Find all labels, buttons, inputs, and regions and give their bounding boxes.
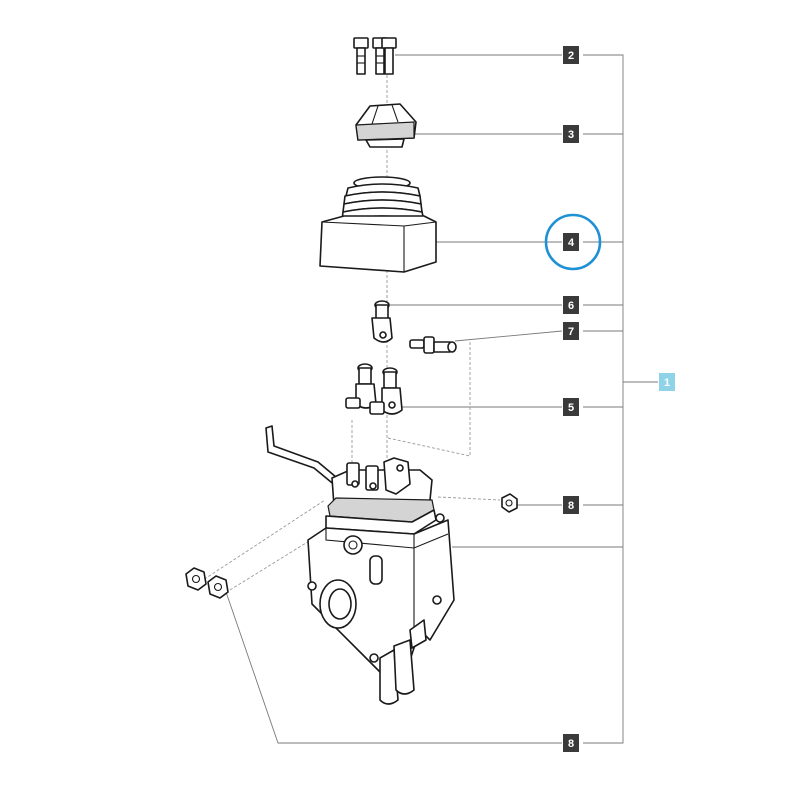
part-8-nuts-left	[185, 567, 229, 599]
part-3-cap	[355, 103, 417, 148]
highlight-ring	[544, 213, 602, 271]
part-5-eye-bolts	[345, 363, 403, 415]
part-4-boot	[319, 176, 437, 273]
callout-2-text: 2	[568, 50, 574, 62]
part-6-eye-bolt	[371, 300, 393, 343]
callout-1-text: 1	[664, 377, 670, 389]
callout-8a[interactable]: 8	[563, 496, 579, 514]
callout-1[interactable]: 1	[659, 373, 675, 391]
callout-4[interactable]: 4	[563, 233, 579, 251]
callout-5[interactable]: 5	[563, 398, 579, 416]
lever-rod	[265, 425, 343, 488]
callout-3[interactable]: 3	[563, 125, 579, 143]
leader-lines	[225, 54, 658, 744]
callout-7[interactable]: 7	[563, 322, 579, 340]
callout-3-text: 3	[568, 129, 574, 141]
valve-body	[307, 457, 455, 705]
part-2-screws	[353, 37, 397, 75]
callout-8b-text: 8	[568, 738, 574, 750]
callout-4-text: 4	[568, 237, 575, 249]
callout-8a-text: 8	[568, 500, 574, 512]
callout-5-text: 5	[568, 402, 574, 414]
part-8-nut-right	[501, 493, 518, 513]
callout-6-text: 6	[568, 300, 574, 312]
callout-6[interactable]: 6	[563, 296, 579, 314]
callout-2[interactable]: 2	[563, 46, 579, 64]
callout-8b[interactable]: 8	[563, 734, 579, 752]
part-7-pin	[409, 336, 457, 354]
callout-labels: 2 3 4 6 7 5 8 8	[563, 46, 675, 752]
callout-7-text: 7	[568, 326, 574, 338]
